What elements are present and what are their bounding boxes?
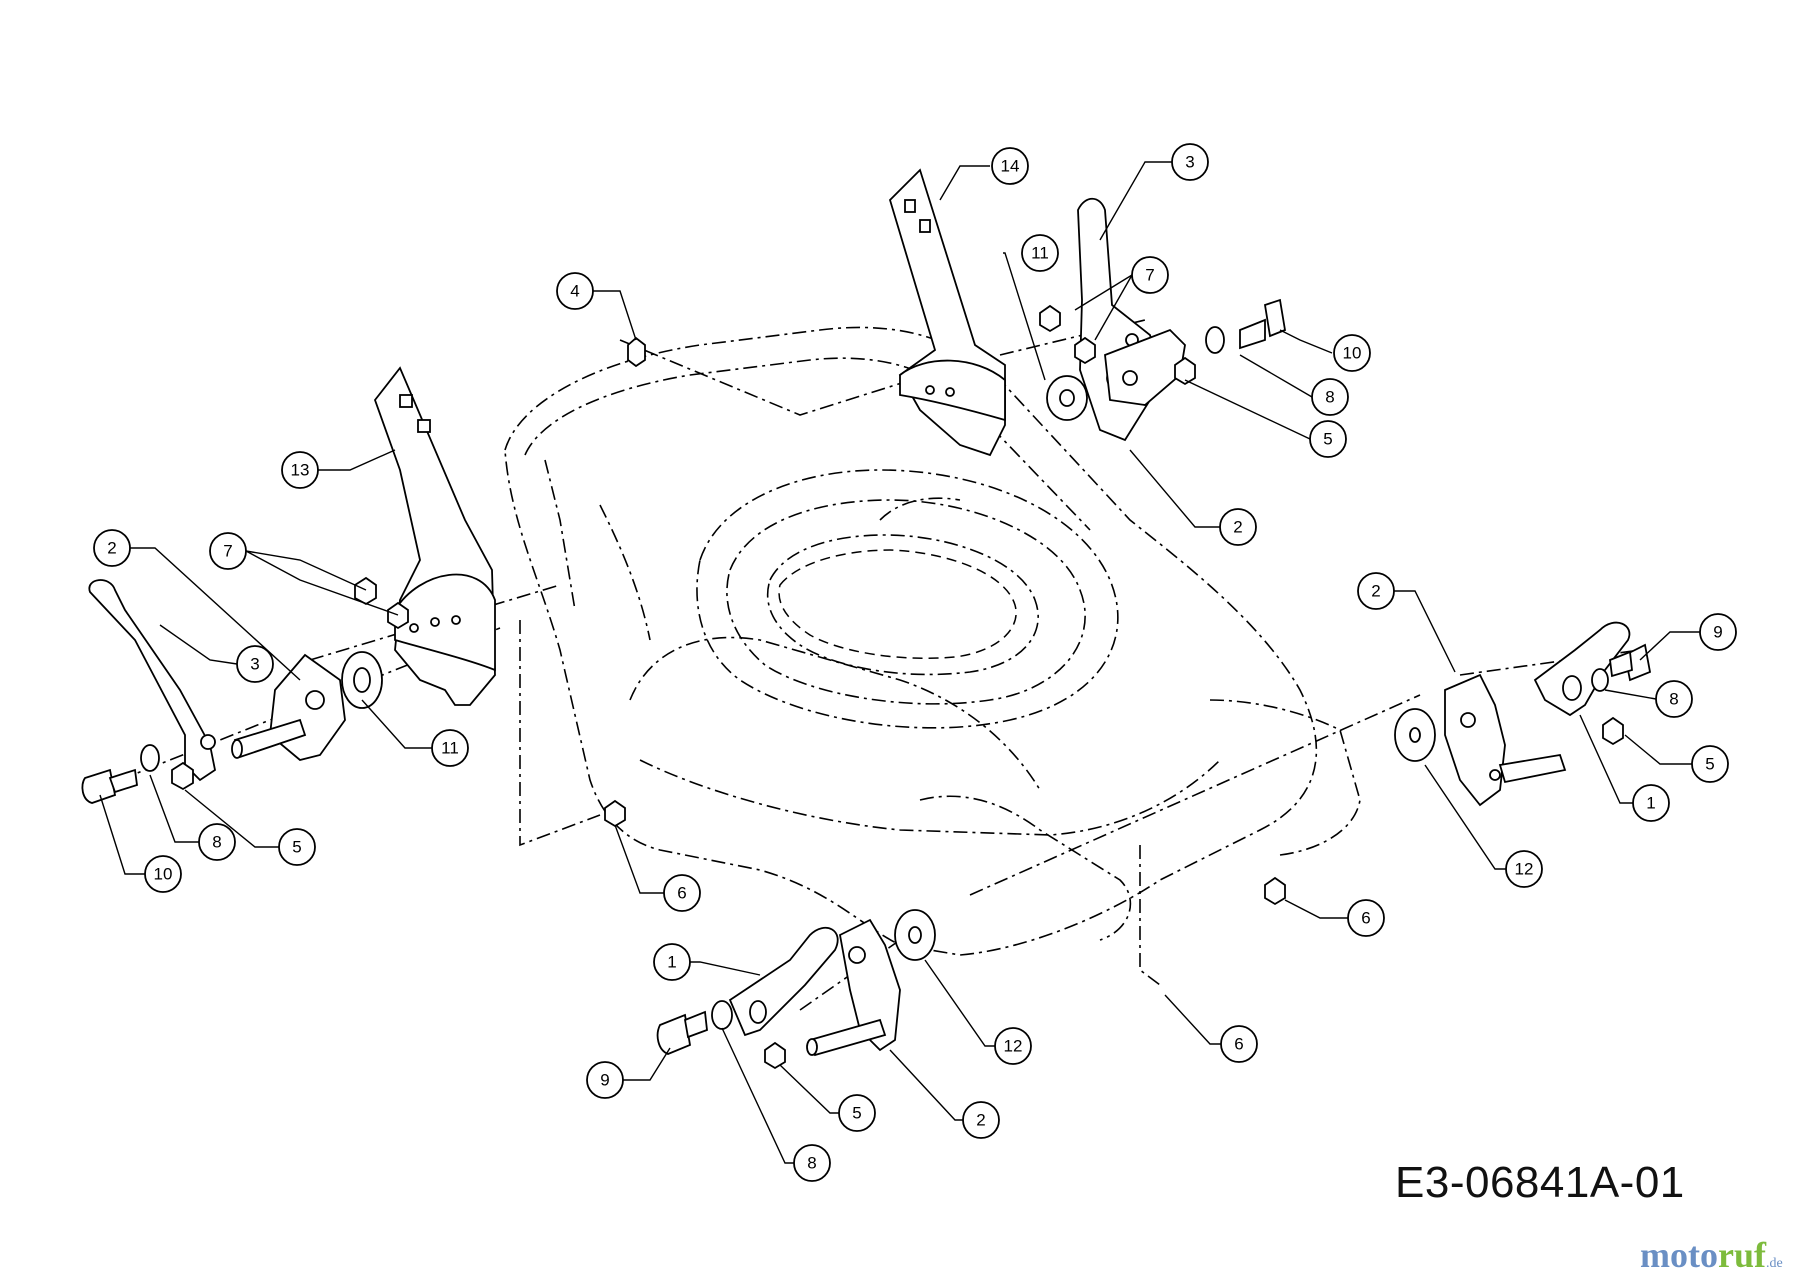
callout-11-right-rear-label: 11: [1031, 244, 1049, 263]
callout-leaders: [99, 161, 1700, 1164]
callout-10-left-rear-label: 10: [154, 865, 173, 884]
watermark-logo: motoruf.de: [1640, 1234, 1783, 1276]
callout-10-right-rear: 10: [1333, 334, 1371, 372]
callout-9-right-front-label: 9: [1713, 623, 1722, 642]
watermark-part3: .de: [1765, 1256, 1783, 1271]
callout-3-left-rear-label: 3: [250, 655, 259, 674]
callout-5-left-rear-label: 5: [292, 838, 301, 857]
callout-12-left-front-label: 12: [1004, 1037, 1023, 1056]
front-right-assembly: [1394, 621, 1652, 807]
callout-6-front-label: 6: [1234, 1035, 1243, 1054]
callout-1-right-front-label: 1: [1646, 794, 1655, 813]
wheel-plate-right-rear: [1104, 328, 1186, 406]
callout-2-left-front: 2: [962, 1101, 1000, 1139]
callout-2-right-front: 2: [1357, 572, 1395, 610]
height-adjust-bracket-left: [373, 366, 496, 706]
front-left-assembly: [656, 876, 1286, 1070]
wheel-plate-left-rear: [231, 653, 346, 761]
callout-5-right-rear: 5: [1309, 420, 1347, 458]
callout-5-right-rear-label: 5: [1323, 430, 1332, 449]
callout-8-right-front: 8: [1655, 680, 1693, 718]
callout-8-left-front-label: 8: [807, 1154, 816, 1173]
callout-10-left-rear: 10: [144, 855, 182, 893]
callout-8-left-rear: 8: [198, 823, 236, 861]
callout-1-left-front: 1: [653, 943, 691, 981]
callout-7-right-rear: 7: [1131, 256, 1169, 294]
callout-2-left-rear-label: 2: [107, 539, 116, 558]
callout-3-right-rear: 3: [1171, 143, 1209, 181]
callout-6-right-label: 6: [1361, 909, 1370, 928]
callout-5-right-front: 5: [1691, 745, 1729, 783]
callout-5-left-rear: 5: [278, 828, 316, 866]
assembly-lines: [94, 319, 1641, 1011]
callout-5-left-front: 5: [838, 1094, 876, 1132]
watermark-part2: ruf: [1717, 1235, 1766, 1275]
callout-2-right-front-label: 2: [1371, 582, 1380, 601]
height-adjust-bracket-right: [888, 168, 1006, 457]
callout-5-left-front-label: 5: [852, 1104, 861, 1123]
watermark-part1: moto: [1640, 1235, 1718, 1275]
callout-8-right-rear: 8: [1311, 378, 1349, 416]
callout-12-right-front: 12: [1505, 850, 1543, 888]
callout-6-left-label: 6: [677, 884, 686, 903]
callout-6-right: 6: [1347, 899, 1385, 937]
callout-7-left-rear: 7: [209, 532, 247, 570]
hardware-rear: [81, 298, 1287, 828]
callout-8-right-rear-label: 8: [1325, 388, 1334, 407]
callout-10-right-rear-label: 10: [1343, 344, 1362, 363]
callout-2-left-rear: 2: [93, 529, 131, 567]
callout-14: 14: [991, 147, 1029, 185]
callout-1-right-front: 1: [1632, 784, 1670, 822]
callout-6-left: 6: [663, 874, 701, 912]
callout-1-left-front-label: 1: [667, 953, 676, 972]
callout-12-left-front: 12: [994, 1027, 1032, 1065]
callout-2-right-rear-label: 2: [1233, 518, 1242, 537]
callout-3-left-rear: 3: [236, 645, 274, 683]
callout-14-label: 14: [1001, 157, 1020, 176]
callout-2-right-rear: 2: [1219, 508, 1257, 546]
drawing-code: E3-06841A-01: [1395, 1158, 1685, 1207]
callout-9-right-front: 9: [1699, 613, 1737, 651]
callout-5-right-front-label: 5: [1705, 755, 1714, 774]
callout-7-right-rear-label: 7: [1145, 266, 1154, 285]
callout-4-label: 4: [570, 282, 579, 301]
callout-11-left-rear: 11: [431, 729, 469, 767]
callout-12-right-front-label: 12: [1515, 860, 1534, 879]
callout-9-left-front: 9: [586, 1061, 624, 1099]
spacer-left: [341, 651, 383, 709]
callout-13-label: 13: [291, 461, 310, 480]
callout-3-right-rear-label: 3: [1185, 153, 1194, 172]
callout-9-left-front-label: 9: [600, 1071, 609, 1090]
callout-7-left-rear-label: 7: [223, 542, 232, 561]
callout-4: 4: [556, 272, 594, 310]
callout-11-right-rear: 11: [1021, 234, 1059, 272]
callout-13: 13: [281, 451, 319, 489]
callout-8-left-rear-label: 8: [212, 833, 221, 852]
callout-2-left-front-label: 2: [976, 1111, 985, 1130]
callout-8-left-front: 8: [793, 1144, 831, 1182]
callout-8-right-front-label: 8: [1669, 690, 1678, 709]
callout-11-left-rear-label: 11: [441, 739, 459, 758]
callout-6-front: 6: [1220, 1025, 1258, 1063]
spacer-right-rear: [1046, 375, 1088, 421]
